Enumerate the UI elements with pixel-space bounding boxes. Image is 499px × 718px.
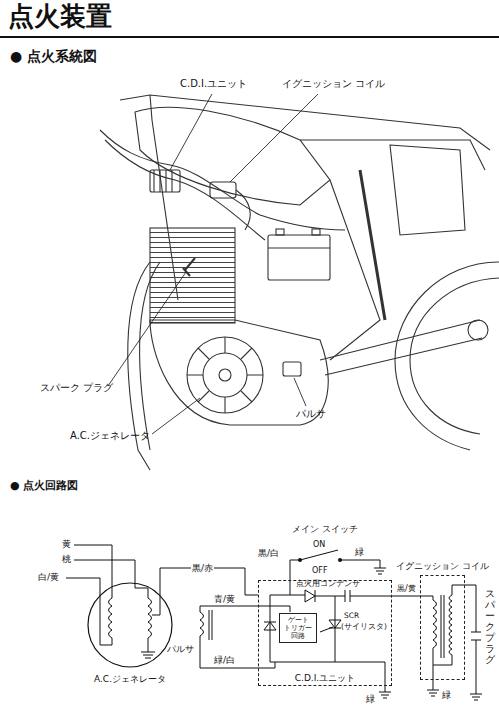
title-rule bbox=[0, 36, 499, 38]
wire-color-label: 黒/赤 bbox=[191, 563, 214, 573]
motorcycle-drawing bbox=[100, 95, 499, 470]
ac-generator-circle: A.C.ジェネレータ bbox=[80, 580, 180, 686]
switch-position: OFF bbox=[312, 566, 328, 575]
page-title: 点火装置 bbox=[8, 2, 112, 32]
ignition-coil-box: イグニッション コイル bbox=[420, 575, 465, 680]
part-label: スパーク プラグ bbox=[40, 382, 113, 394]
wire-color-label: 青/黄 bbox=[214, 594, 235, 604]
wire-connector bbox=[392, 596, 420, 597]
leader-lines bbox=[108, 94, 318, 434]
wire-color-label: 緑/白 bbox=[214, 655, 235, 665]
switch-contacts bbox=[298, 558, 342, 562]
node-text: A.C.ジェネレータ bbox=[93, 674, 167, 684]
part-label: (サイリスタ) bbox=[341, 623, 387, 632]
part-label: パルサ bbox=[167, 644, 194, 654]
node-text: イグニッション コイル bbox=[395, 561, 490, 571]
part-label: 点火用コンデンサ bbox=[296, 580, 360, 589]
node-text: ゲート トリガー 回路 bbox=[283, 616, 313, 640]
section-heading: ● 点火回路図 bbox=[10, 480, 78, 493]
part-label: メイン スイッチ bbox=[292, 524, 358, 534]
part-label: SCR bbox=[344, 612, 359, 621]
wire-color-label: 緑 bbox=[366, 694, 375, 704]
wire-color-label: 黒/白 bbox=[258, 548, 279, 558]
part-label: スパーク プラグ bbox=[485, 588, 495, 665]
gate-trigger-box: ゲート トリガー 回路 bbox=[279, 613, 317, 643]
wire-color-label: 緑 bbox=[355, 547, 364, 557]
node-text: C.D.I.ユニット bbox=[294, 673, 356, 683]
cdi-unit-box: C.D.I.ユニット ゲート トリガー 回路 bbox=[258, 580, 392, 686]
generator-outline bbox=[80, 580, 180, 670]
switch-position: ON bbox=[313, 540, 325, 549]
wire-color-label: 白/黄 bbox=[38, 572, 59, 582]
wire-color-label: 緑 bbox=[442, 690, 451, 700]
part-label: パルサ bbox=[296, 408, 326, 420]
wire-color-label: 黄 bbox=[62, 539, 71, 549]
section-heading: ● 点火系統図 bbox=[10, 48, 97, 64]
part-label: イグニッション コイル bbox=[282, 78, 385, 90]
wire-color-label: 桃 bbox=[62, 554, 71, 564]
part-label: C.D.I.ユニット bbox=[180, 78, 247, 90]
part-label: A.C.ジェネレータ bbox=[70, 430, 150, 442]
wire-color-label: 黒/黄 bbox=[396, 584, 417, 593]
